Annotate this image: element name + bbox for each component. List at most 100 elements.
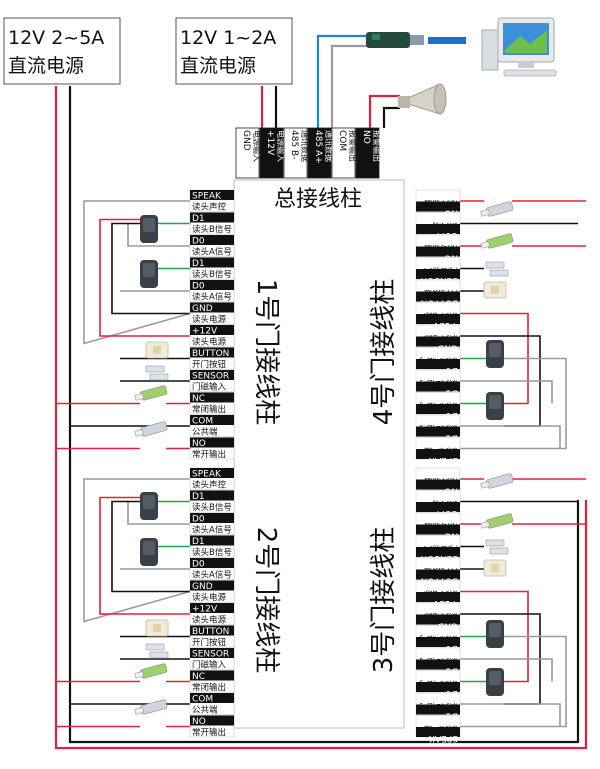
- door1-terminal-code-bg: [190, 257, 234, 268]
- door1-terminal-desc: 公共端: [192, 427, 218, 438]
- door2-terminal-desc: 常开输出: [192, 727, 226, 738]
- door2-terminal-code-bg: [190, 513, 234, 523]
- d0-wire: [127, 501, 190, 525]
- top-terminal-cell: [355, 127, 380, 179]
- door4-terminal-desc: 常开输出: [424, 198, 458, 209]
- door3-terminal-desc: 常闭输出: [424, 521, 458, 532]
- speak-wire: [83, 200, 191, 345]
- door2-terminal-code: D1: [192, 492, 205, 502]
- door2-terminal-desc: 常闭输出: [192, 682, 226, 693]
- door2-terminal-code-bg: [190, 625, 234, 636]
- door1-terminal-desc: 常闭输出: [192, 404, 226, 415]
- top-terminal-code: NO: [361, 130, 371, 144]
- door4-terminal-code-bg: [416, 359, 460, 369]
- power-main-label: 直流电源: [8, 55, 84, 77]
- door1-terminal-code-bg: [190, 190, 234, 200]
- door-sensor-icon: [485, 261, 509, 277]
- power-controller-label: 直流电源: [180, 55, 256, 77]
- door1-terminal-code-bg: [190, 415, 234, 425]
- door2-terminal-desc: 读头电源: [192, 592, 227, 603]
- door2-terminal-desc: 门磁输入: [192, 660, 227, 671]
- door4-terminal-code-bg: [416, 291, 460, 302]
- door2-label: 2号门接线柱: [251, 527, 281, 674]
- door2-terminal-desc: 读头A信号: [192, 525, 232, 536]
- door3-terminal-desc: 门磁输入: [423, 544, 458, 555]
- main-power-red-wire: [54, 86, 588, 750]
- rs485-converter-icon: [366, 32, 466, 48]
- door2-terminal-code: D0: [192, 560, 205, 570]
- top-terminal-code: +12V: [265, 130, 275, 156]
- door1-terminal-code-bg: [190, 302, 234, 313]
- alarm-com-wire: [368, 94, 400, 128]
- door2-terminal-code-bg: [190, 648, 234, 658]
- door1-terminal-desc: 读头A信号: [192, 247, 232, 258]
- door3-terminal-code-bg: [416, 727, 460, 737]
- door1-terminal-code: GND: [192, 304, 213, 314]
- door1-terminal-code: D0: [192, 237, 205, 247]
- card-reader-icon: [140, 538, 158, 566]
- speak-wire: [460, 635, 567, 728]
- door3-terminal-desc: 读头声控: [423, 724, 458, 735]
- computer-icon: [481, 17, 557, 77]
- card-reader-icon: [140, 260, 158, 288]
- top-terminal-cell: [235, 127, 260, 179]
- card-reader-icon: [140, 492, 158, 520]
- electric-lock-icon: [480, 513, 514, 529]
- v12-wire: [99, 496, 190, 615]
- door2-terminal-code: SENSOR: [192, 650, 229, 660]
- door2-terminal-desc: 开门按钮: [192, 637, 227, 648]
- door3-terminal-desc: 开门按钮: [423, 566, 458, 577]
- rs485-b-wire: [316, 34, 368, 128]
- power-supply-main: 12V 2~5A 直流电源: [3, 17, 121, 85]
- electric-lock-icon: [480, 201, 514, 217]
- door1-terminal-code: NO: [192, 439, 206, 449]
- door4-terminal-desc: 读头电源: [423, 311, 458, 322]
- door2-terminal-desc: 公共端: [192, 705, 218, 716]
- door2-terminal-code-bg: [190, 490, 234, 501]
- door3-terminal-desc: 读头B信号: [418, 656, 458, 667]
- speak-wire: [83, 478, 191, 623]
- door2-terminal-code: BUTTON: [192, 627, 229, 637]
- door1-terminal-code-bg: [190, 347, 234, 358]
- door3-terminal-code-bg: [416, 682, 460, 692]
- v12-wire: [99, 218, 190, 337]
- door-sensor-icon: [145, 365, 169, 381]
- door3-terminal-desc: 常开输出: [424, 476, 458, 487]
- door1-terminal-code: D1: [192, 214, 205, 224]
- power-supply-controller: 12V 1~2A 直流电源: [175, 17, 293, 85]
- top-terminal-code: 485 A+: [313, 130, 323, 164]
- door2-terminal-code: D0: [192, 515, 205, 525]
- door1-terminal-code-bg: [190, 235, 234, 245]
- door2-terminal-desc: 读头B信号: [192, 547, 232, 558]
- door4-terminal-code-bg: [416, 314, 460, 324]
- door2-terminal-code-bg: [190, 715, 234, 726]
- door2-terminal-code-bg: [190, 603, 234, 613]
- door2-terminal-code: +12V: [192, 605, 218, 615]
- door2-terminal-code: GND: [192, 582, 213, 592]
- door3-terminal-code-bg: [416, 569, 460, 580]
- door1-terminal-desc: 读头B信号: [192, 224, 232, 235]
- door2-terminal-desc: 读头A信号: [192, 570, 232, 581]
- main-board: 总接线柱 1号门接线柱 2号门接线柱 4号门接线柱 3号门接线柱: [233, 179, 405, 729]
- exit-button-icon: [483, 281, 507, 299]
- door1-terminal-desc: 读头电源: [192, 314, 227, 325]
- top-terminal-code: 485 B-: [289, 130, 299, 159]
- door1-terminal-code-bg: [190, 437, 234, 448]
- door2-terminal-code-bg: [190, 580, 234, 591]
- door2-terminal-code: SPEAK: [192, 470, 222, 480]
- door2-terminal-code: D1: [192, 537, 205, 547]
- door4-terminal-code-bg: [416, 381, 460, 392]
- door-sensor-icon: [485, 539, 509, 555]
- gnd-wire: [111, 222, 190, 315]
- door4-terminal-desc: 读头A信号: [418, 401, 458, 412]
- top-terminal-code: GND: [241, 130, 251, 151]
- door3-terminal-code-bg: [416, 614, 460, 625]
- door1-label: 1号门接线柱: [251, 279, 281, 426]
- d0-wire: [127, 223, 190, 247]
- door3-terminal-desc: 读头A信号: [418, 634, 458, 645]
- door3-terminal-code-bg: [416, 704, 460, 715]
- exit-button-icon: [145, 341, 169, 359]
- door1-terminal-code: NC: [192, 394, 205, 404]
